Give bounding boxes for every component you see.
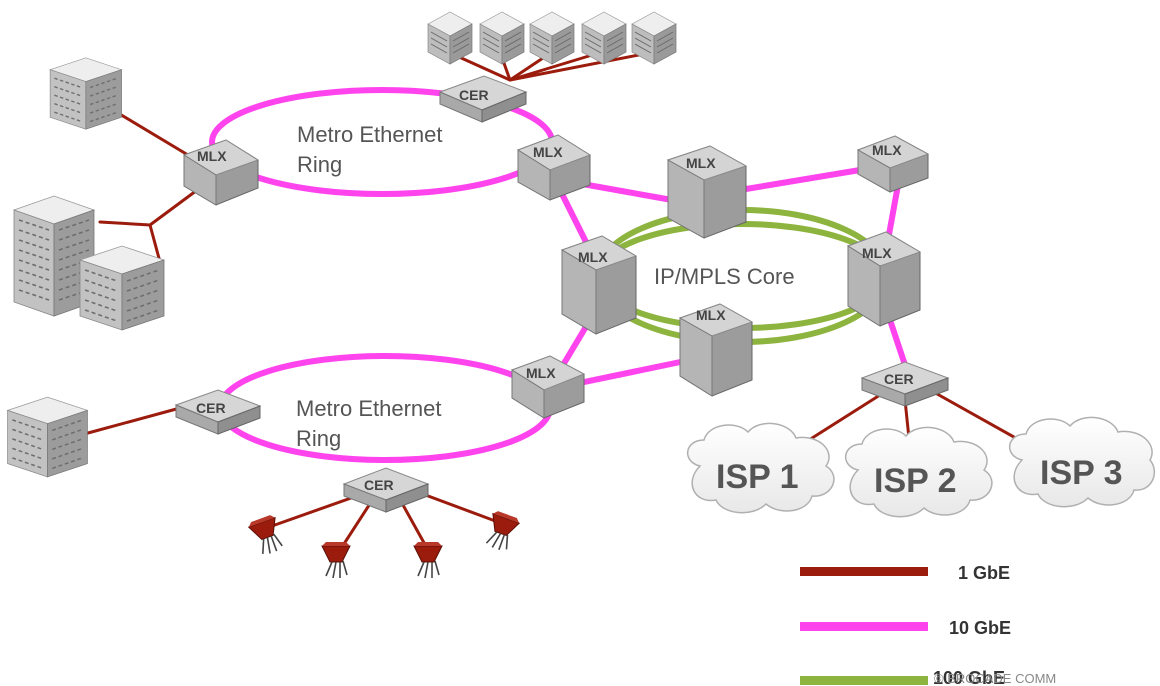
antenna-icon — [321, 541, 351, 579]
mlx-label: MLX — [197, 148, 227, 164]
isp-cloud-2: ISP 2 — [845, 426, 993, 518]
cer-label: CER — [459, 87, 489, 103]
link-core-bottom-ring — [569, 357, 691, 388]
mlx-label: MLX — [686, 155, 716, 171]
antenna-icon — [413, 541, 443, 579]
link-bldg-pair-b — [148, 223, 162, 264]
ring-label-top-line2: Ring — [297, 152, 342, 177]
mlx-router-icon: MLX — [666, 145, 748, 239]
antenna-icon — [481, 509, 522, 555]
building-icon — [49, 57, 123, 130]
mlx-label: MLX — [872, 142, 902, 158]
mlx-router-icon: MLX — [182, 139, 260, 206]
mlx-router-icon: MLX — [678, 303, 754, 397]
isp-label: ISP 1 — [716, 458, 799, 496]
building-icon — [427, 11, 473, 65]
isp-cloud-1: ISP 1 — [687, 422, 835, 514]
mlx-router-icon: MLX — [516, 134, 592, 201]
link-core-left-bottom — [557, 318, 593, 372]
ring-label-bottom-line2: Ring — [296, 426, 341, 451]
legend-label-10g: 10 GbE — [949, 618, 1011, 638]
mlx-label: MLX — [578, 249, 608, 265]
cer-router-icon: CER — [438, 75, 528, 123]
legend-swatch-100g — [800, 676, 928, 685]
link-mlx-right-chain — [885, 184, 901, 241]
antenna-icon — [246, 513, 287, 559]
building-icon — [6, 396, 89, 478]
link-cer-isp3 — [928, 388, 1032, 448]
cer-router-icon: CER — [174, 389, 262, 435]
link-bldg-bottom-left — [86, 406, 182, 435]
cer-label: CER — [364, 477, 394, 493]
isp-label: ISP 3 — [1040, 454, 1123, 492]
isp-label: ISP 2 — [874, 462, 957, 500]
legend-swatch-10g — [800, 622, 928, 631]
mlx-router-icon: MLX — [560, 235, 638, 335]
copyright-text: © BROCADE COMM — [934, 671, 1056, 686]
link-mlx-ring-core-2 — [557, 188, 593, 252]
isp-cloud-3: ISP 3 — [1009, 416, 1155, 508]
legend-label-1g: 1 GbE — [958, 563, 1010, 583]
mlx-label: MLX — [526, 365, 556, 381]
legend: 1 GbE 10 GbE 100 GbE — [800, 563, 1011, 686]
core-label: IP/MPLS Core — [654, 264, 795, 289]
mlx-label: MLX — [696, 307, 726, 323]
legend-swatch-1g — [800, 567, 928, 576]
link-top-bldg-5 — [508, 50, 656, 82]
link-core-right-cer — [887, 319, 908, 366]
legend-label-100g: 100 GbE — [933, 668, 1005, 686]
cer-router-icon: CER — [342, 467, 430, 513]
mlx-router-icon: MLX — [856, 135, 930, 193]
mlx-label: MLX — [862, 245, 892, 261]
mlx-label: MLX — [533, 144, 563, 160]
building-icon — [79, 245, 165, 331]
cer-router-icon: CER — [860, 361, 950, 407]
building-icon — [529, 11, 575, 65]
ring-label-bottom-line1: Metro Ethernet — [296, 396, 442, 421]
mlx-router-icon: MLX — [510, 355, 586, 419]
link-mlx-core-top-right — [739, 167, 861, 193]
cer-label: CER — [884, 371, 914, 387]
ring-label-top-line1: Metro Ethernet — [297, 122, 443, 147]
link-bldg-pair-a — [98, 220, 152, 227]
link-bldg-left-top — [116, 111, 190, 157]
mlx-router-icon: MLX — [846, 231, 922, 327]
building-icon — [479, 11, 525, 65]
link-top-bldg-4 — [508, 50, 604, 82]
cer-label: CER — [196, 400, 226, 416]
